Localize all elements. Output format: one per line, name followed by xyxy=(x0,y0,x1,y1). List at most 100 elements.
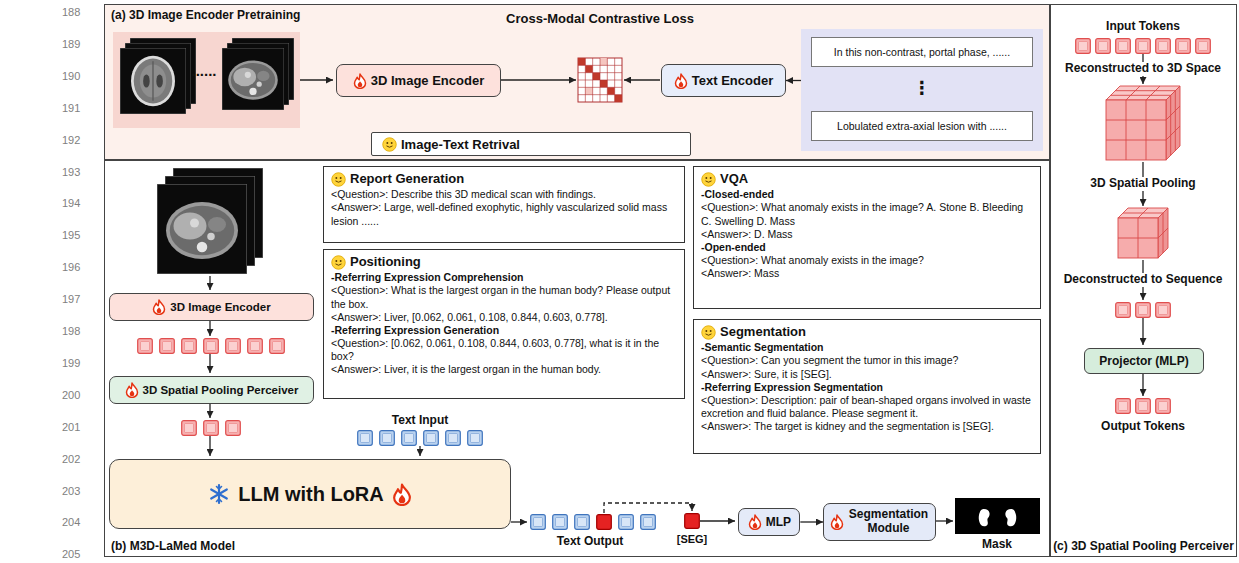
token-label: Input Tokens xyxy=(1106,20,1180,34)
task-line: <Question>: [0.062, 0.061, 0.108, 0.844,… xyxy=(331,337,677,363)
box-label: In this non-contrast, portal phase, ....… xyxy=(834,46,1010,59)
icon-holder xyxy=(353,73,367,89)
emoji-icon xyxy=(331,255,346,270)
illustration-part xyxy=(468,431,483,446)
line-number: 201 xyxy=(62,421,80,434)
illustration-part xyxy=(624,79,660,80)
box-label: Text Encoder xyxy=(692,73,773,88)
task-line: <Answer>: Large, well-defined exophytic,… xyxy=(331,201,677,227)
projector-box: Projector (MLP) xyxy=(1084,348,1204,374)
task-line: <Answer>: Sure, it is [SEG]. xyxy=(701,368,1033,381)
ellipsis-mark: ...... xyxy=(191,62,216,79)
line-number: 191 xyxy=(62,102,80,115)
line-number: 194 xyxy=(62,197,80,210)
illustration-part xyxy=(380,431,395,446)
illustration-part xyxy=(248,339,263,354)
mlp-box: MLP xyxy=(738,508,800,536)
report-text-box: In this non-contrast, portal phase, ....… xyxy=(811,37,1033,67)
box-label: Segmentation Module xyxy=(848,508,929,536)
illustration-part xyxy=(1136,303,1151,318)
mask-image xyxy=(955,498,1040,534)
task-line: <Answer>: Liver, it is the largest organ… xyxy=(331,363,677,376)
task-line: <Answer>: Liver, [0.062, 0.061, 0.108, 0… xyxy=(331,311,677,324)
task-box: Report Generation<Question>: Describe th… xyxy=(323,166,685,243)
task-line: <Question>: What is the largest organ in… xyxy=(331,284,677,310)
step-label: 3D Spatial Pooling xyxy=(1087,177,1198,191)
illustration-part xyxy=(1096,39,1111,54)
token-label: Output Tokens xyxy=(1101,420,1185,434)
illustration-part xyxy=(1156,39,1171,54)
illustration-part xyxy=(578,58,622,102)
task-title: Positioning xyxy=(350,254,421,270)
illustration-part xyxy=(575,515,590,530)
seg-token-label: [SEG] xyxy=(677,533,708,546)
task-subheading: -Open-ended xyxy=(701,241,1033,254)
illustration-part xyxy=(182,421,197,436)
illustration-part xyxy=(446,431,461,446)
line-number: 192 xyxy=(62,134,80,147)
illustration-part xyxy=(600,58,607,65)
line-number: 200 xyxy=(62,389,80,402)
illustration-part xyxy=(160,339,175,354)
image-encoder-box: 3D Image Encoder xyxy=(109,293,314,321)
illustration-part xyxy=(226,421,241,436)
llm-box: LLM with LoRA xyxy=(109,459,511,529)
line-number: 197 xyxy=(62,293,80,306)
image-encoder-box: 3D Image Encoder xyxy=(336,64,501,97)
illustration-part xyxy=(1076,39,1091,54)
illustration-part xyxy=(222,48,284,110)
task-line: <Question>: What anomaly exists in the i… xyxy=(701,254,1033,267)
line-number: 188 xyxy=(62,6,80,19)
illustration-part xyxy=(979,509,990,526)
icon-holder xyxy=(392,483,412,506)
illustration-part xyxy=(641,515,656,530)
icon-holder xyxy=(701,172,716,187)
illustration-part xyxy=(585,65,592,72)
perceiver-box: 3D Spatial Pooling Perceiver xyxy=(109,376,314,404)
illustration-part xyxy=(1116,399,1131,414)
segmentation-module-box: Segmentation Module xyxy=(823,503,936,541)
flame-icon xyxy=(125,382,139,398)
task-subheading: -Referring Expression Generation xyxy=(331,324,677,337)
illustration-part xyxy=(209,354,210,373)
emoji-icon xyxy=(331,172,346,187)
illustration-part xyxy=(358,431,373,446)
illustration-part xyxy=(685,514,700,529)
illustration-part xyxy=(604,503,692,513)
report-text-box: Lobulated extra-axial lesion with ...... xyxy=(811,111,1033,141)
line-number: 203 xyxy=(62,485,80,498)
illustration-part xyxy=(593,73,600,80)
task-subheading: -Semantic Segmentation xyxy=(701,341,1033,354)
loss-title: Cross-Modal Contrastive Loss xyxy=(506,12,694,27)
illustration-part xyxy=(1116,303,1131,318)
task-subheading: -Referring Expression Comprehension xyxy=(331,271,677,284)
flame-icon xyxy=(748,514,762,530)
ct-stack xyxy=(120,38,294,274)
flame-icon xyxy=(674,73,688,89)
illustration-part xyxy=(1005,509,1016,526)
illustration-part xyxy=(204,339,219,354)
similarity-matrix xyxy=(578,58,622,102)
illustration-part xyxy=(1116,39,1131,54)
line-number: 204 xyxy=(62,516,80,529)
illustration-part xyxy=(1118,208,1168,258)
icon-holder xyxy=(331,172,346,187)
line-number: 202 xyxy=(62,453,80,466)
illustration-part xyxy=(511,521,527,522)
line-number: 205 xyxy=(62,548,80,561)
panel-title: (a) 3D Image Encoder Pretraining xyxy=(111,8,300,22)
flow-arrow xyxy=(210,54,1143,522)
illustration-part xyxy=(619,515,634,530)
line-number: 195 xyxy=(62,229,80,242)
illustration-part xyxy=(424,431,439,446)
task-heading-row: Report Generation xyxy=(331,171,677,187)
line-number: 198 xyxy=(62,325,80,338)
token-cube xyxy=(1106,86,1180,258)
icon-holder xyxy=(748,514,762,530)
illustration-part xyxy=(270,339,285,354)
illustration-part xyxy=(209,403,210,418)
task-subheading: -Referring Expression Segmentation xyxy=(701,381,1033,394)
icon-holder xyxy=(152,299,166,315)
illustration-part xyxy=(553,515,568,530)
